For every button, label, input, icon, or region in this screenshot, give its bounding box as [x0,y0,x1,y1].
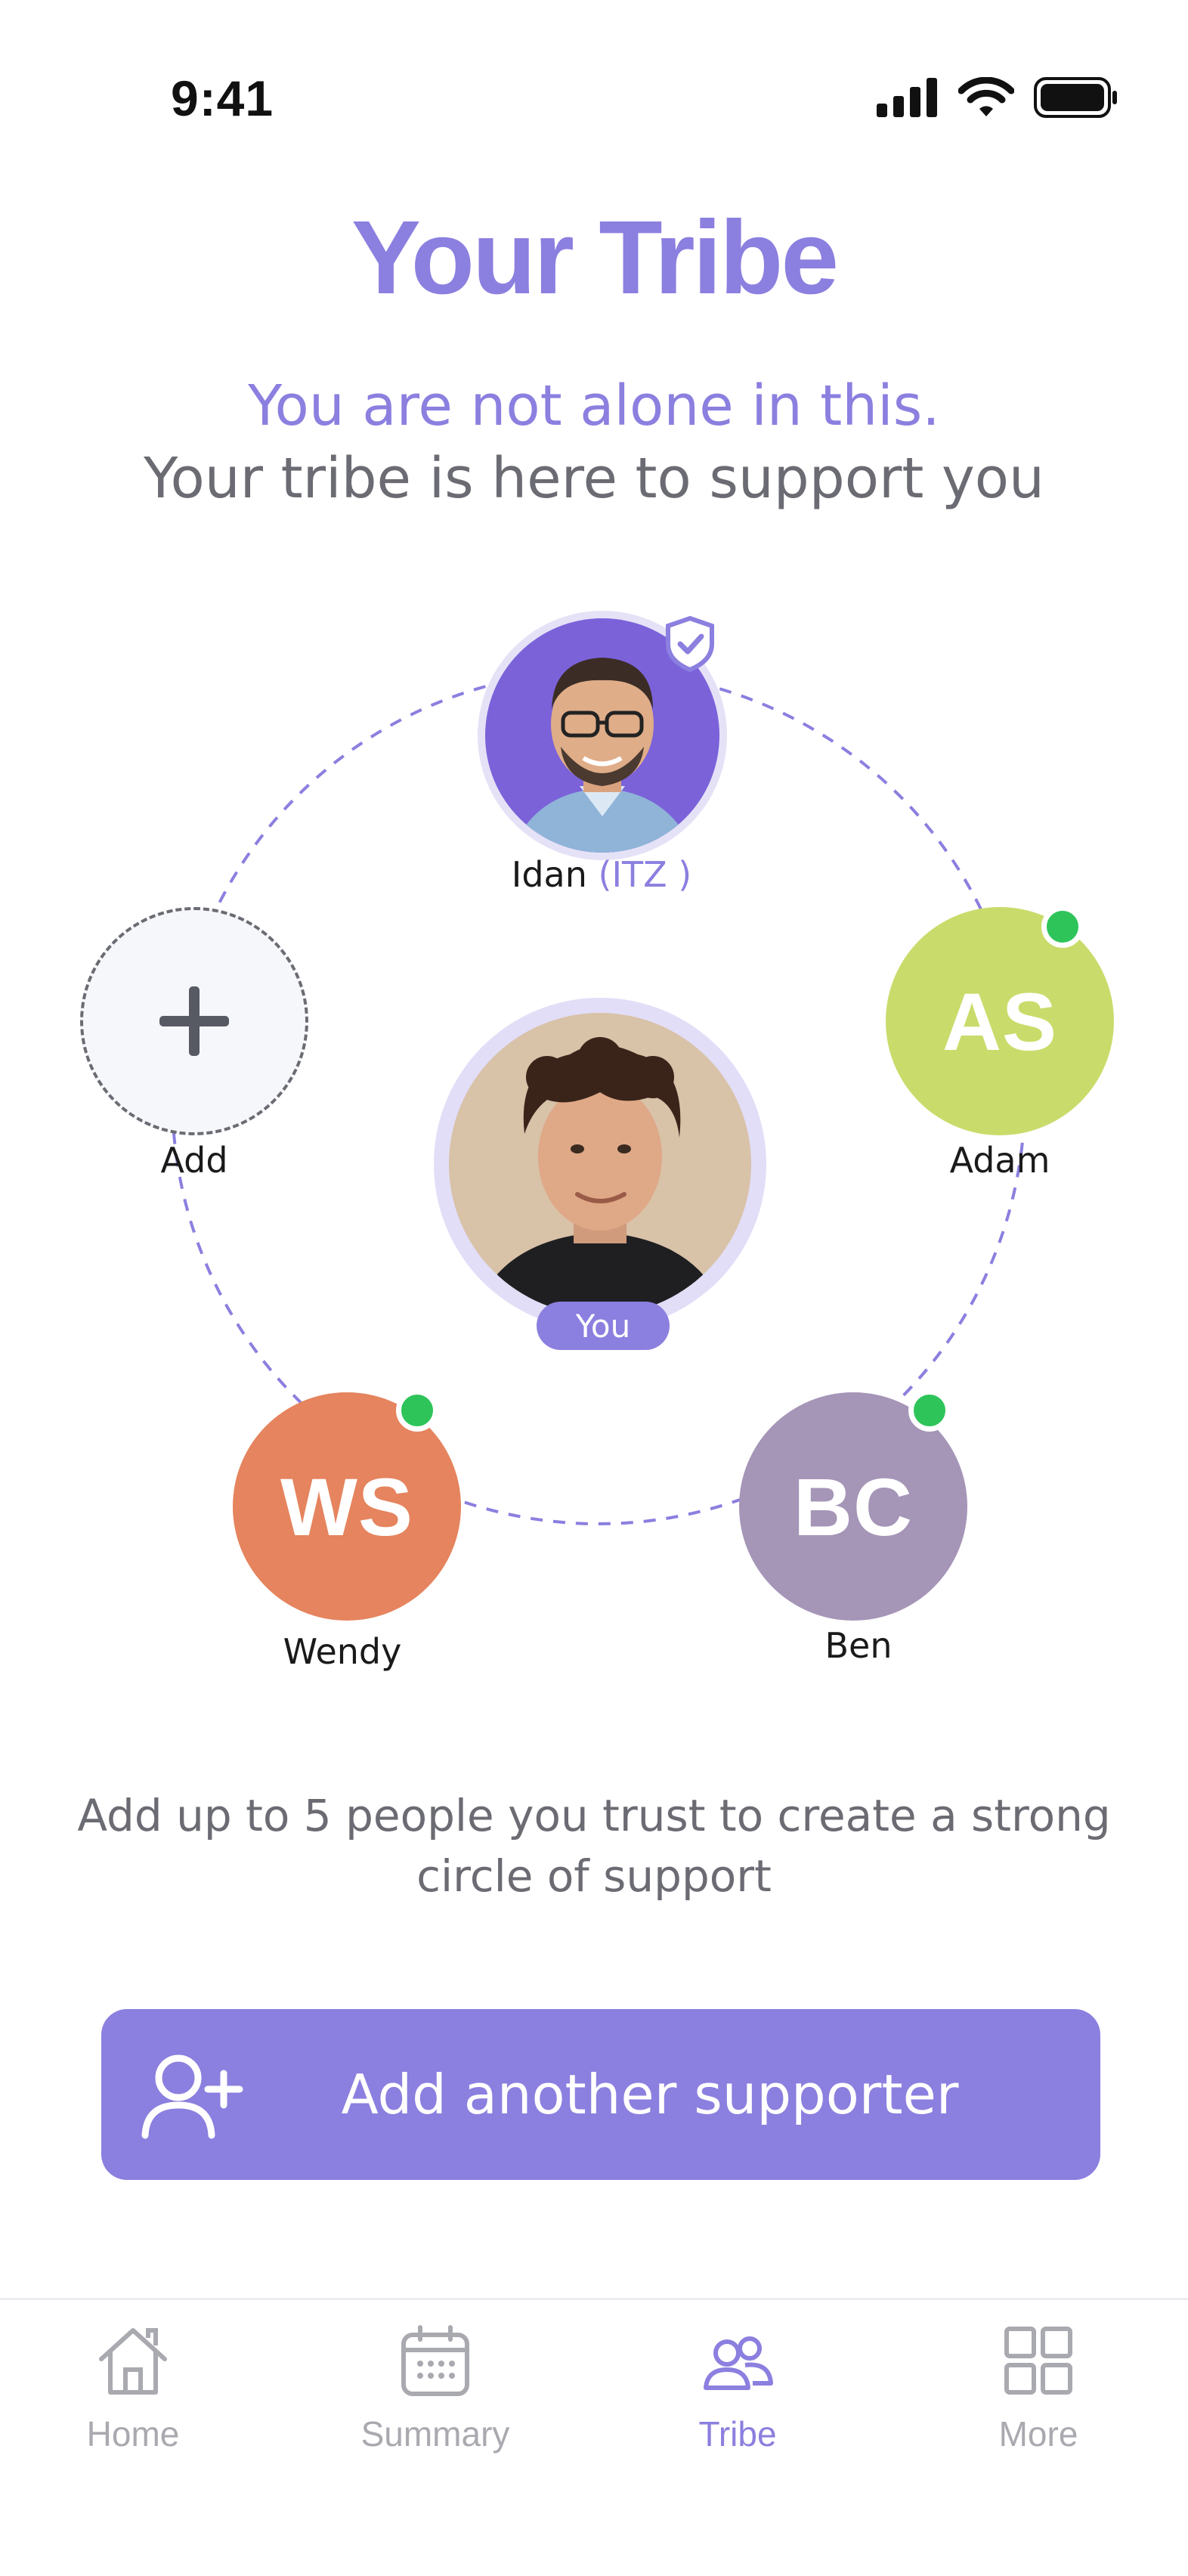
tab-home[interactable]: Home [12,2323,254,2454]
member-idan-name: Idan [511,854,587,895]
helper-text: Add up to 5 people you trust to create a… [77,1790,1111,1902]
subtitle-line-1: You are not alone in this. [248,373,940,438]
tab-tribe-label: Tribe [698,2414,777,2454]
people-icon [704,2336,773,2390]
tab-more[interactable]: More [917,2323,1159,2454]
tab-home-label: Home [86,2414,180,2454]
status-icons [877,77,1118,118]
add-user-icon [141,2054,243,2139]
member-adam-online-dot [1041,906,1084,948]
member-wendy-name: Wendy [283,1631,402,1672]
member-ben-online-dot [908,1389,951,1432]
shield-check-icon [666,615,714,673]
member-wendy-online-dot [396,1389,438,1432]
member-ben-name: Ben [824,1625,893,1666]
member-ben-initials: BC [794,1460,913,1553]
home-icon [99,2328,167,2395]
battery-icon [1034,77,1117,118]
you-badge: You [537,1302,670,1350]
status-time: 9:41 [171,70,274,126]
member-idan-label: Idan (ITZ ) [466,854,738,895]
page-title: Your Tribe [351,200,839,316]
current-user-avatar[interactable] [434,998,766,1330]
calendar-icon [401,2325,469,2396]
tab-bar: Home Summary Tribe More [0,2298,1188,2576]
member-ben-avatar[interactable]: BC [739,1392,967,1621]
tab-tribe[interactable]: Tribe [617,2323,859,2454]
wifi-icon [958,77,1014,116]
member-adam-name: Adam [949,1140,1050,1181]
add-member-slot[interactable] [80,907,308,1135]
signal-icon [877,78,937,117]
subtitle-line-2: Your tribe is here to support you [144,446,1044,511]
tab-summary[interactable]: Summary [314,2323,556,2454]
user-photo [449,1013,751,1315]
add-supporter-label: Add another supporter [341,2063,959,2126]
add-supporter-button[interactable]: Add another supporter [101,2009,1100,2180]
member-wendy-initials: WS [280,1460,413,1553]
add-member-label: Add [160,1140,228,1181]
member-idan-tag: (ITZ ) [598,854,692,895]
tab-summary-label: Summary [360,2414,510,2454]
plus-icon [159,986,229,1056]
member-adam-initials: AS [942,975,1058,1067]
tab-more-label: More [998,2414,1078,2454]
member-adam-avatar[interactable]: AS [886,907,1114,1135]
grid-icon [1004,2327,1072,2395]
